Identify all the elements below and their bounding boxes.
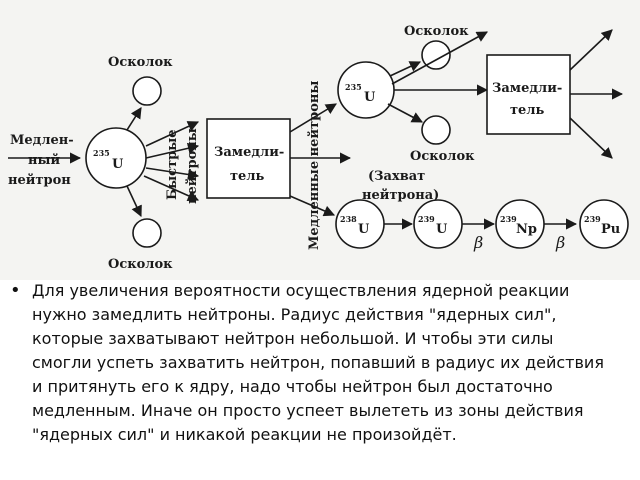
np239-mass: 239 bbox=[500, 214, 517, 224]
beta-label-2: β bbox=[555, 233, 565, 252]
arrow-to-fragment-mid-right bbox=[387, 103, 423, 123]
pu239-symbol: Pu bbox=[601, 222, 620, 237]
moderator-box-2 bbox=[486, 54, 571, 135]
fission-chain-diagram: Медлен- ный нейтрон 235 U Осколок Осколо… bbox=[0, 0, 640, 280]
u239-mass: 239 bbox=[418, 214, 435, 224]
u238-symbol: U bbox=[358, 222, 370, 237]
fast-neutrons-label-2: нейтроны bbox=[185, 128, 200, 204]
moderator-1-label-1: Замедли- bbox=[214, 145, 284, 160]
fragment-label-mid-right: Осколок bbox=[410, 149, 475, 164]
slow-neutrons-label: Медленные нейтроны bbox=[307, 81, 322, 250]
u239-symbol: U bbox=[436, 222, 448, 237]
moderator-1-label-2: тель bbox=[230, 169, 264, 184]
fragment-top-left bbox=[132, 76, 162, 106]
moderator-2-label-1: Замедли- bbox=[492, 81, 562, 96]
u235-first-mass: 235 bbox=[93, 148, 110, 158]
capture-label-2: нейтрона) bbox=[362, 188, 439, 203]
incoming-neutron-label-1: Медлен- bbox=[10, 133, 74, 148]
explanation-bullet: • Для увеличения вероятности осуществлен… bbox=[8, 279, 634, 447]
fast-neutron-arrow-2 bbox=[145, 142, 200, 159]
u235-first-symbol: U bbox=[112, 157, 124, 172]
incoming-neutron-label-2: ный bbox=[28, 153, 61, 168]
fast-neutrons-label-1: Быстрые bbox=[165, 129, 180, 200]
fragment-label-top-left: Осколок bbox=[108, 55, 173, 70]
fast-neutron-arrow-4 bbox=[143, 175, 200, 202]
incoming-neutron-label-3: нейтрон bbox=[8, 173, 71, 188]
arrow-to-fragment-bottom bbox=[126, 185, 142, 218]
u235-second-symbol: U bbox=[364, 90, 376, 105]
bullet-marker: • bbox=[10, 280, 21, 301]
neutron-arrow-to-moderator-2-top bbox=[391, 31, 488, 85]
np239-symbol: Np bbox=[516, 222, 537, 237]
out-arrow-top bbox=[569, 29, 613, 71]
moderator-box-1 bbox=[206, 118, 291, 199]
capture-label-1: (Захват bbox=[368, 169, 425, 184]
u235-second-mass: 235 bbox=[345, 82, 362, 92]
out-arrow-bottom bbox=[569, 117, 613, 159]
slow-neutron-arrow-up bbox=[289, 103, 337, 133]
fragment-top-right bbox=[421, 40, 451, 70]
arrow-to-fragment-top-right bbox=[389, 61, 422, 77]
fragment-mid-right bbox=[421, 115, 451, 145]
u238-mass: 238 bbox=[340, 214, 357, 224]
moderator-2-label-2: тель bbox=[510, 103, 544, 118]
nucleus-pu239 bbox=[579, 199, 629, 249]
arrow-to-fragment-top bbox=[126, 107, 142, 131]
fast-neutron-arrow-1 bbox=[145, 121, 200, 147]
pu239-mass: 239 bbox=[584, 214, 601, 224]
fragment-bottom-left bbox=[132, 218, 162, 248]
explanation-text: Для увеличения вероятности осуществления… bbox=[32, 281, 604, 444]
fragment-label-top-right: Осколок bbox=[404, 24, 469, 39]
beta-label-1: β bbox=[473, 233, 483, 252]
fast-neutron-arrow-3 bbox=[145, 167, 200, 181]
fragment-label-bottom-left: Осколок bbox=[108, 257, 173, 272]
slow-neutron-arrow-down bbox=[289, 195, 336, 217]
